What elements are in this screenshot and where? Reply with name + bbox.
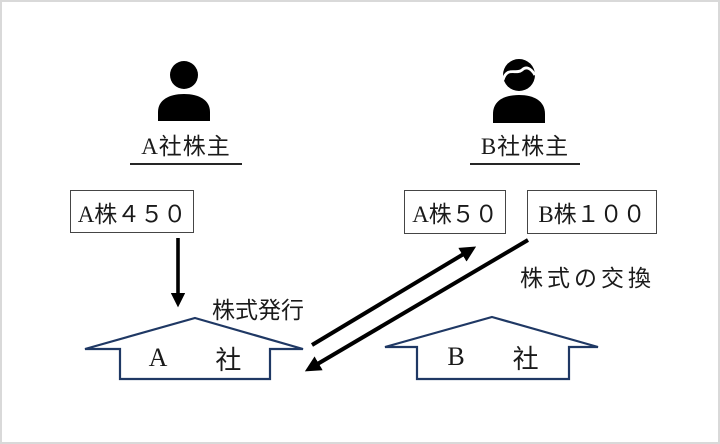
shareholder-b-person-icon: [493, 59, 545, 123]
company-b-name: B 社: [417, 341, 569, 374]
stock-exchange-annotation: 株式の交換: [520, 266, 655, 291]
exchange-arrow-to-company-a: [304, 238, 530, 372]
company-b-suffix: 社: [512, 344, 539, 374]
person-head: [170, 61, 198, 89]
company-b-letter: B: [447, 342, 465, 371]
company-a-letter: A: [148, 343, 168, 372]
company-a-building: [84, 316, 304, 381]
shareholder-a-label: A社株主: [130, 133, 242, 165]
share-box-b100: B株１００: [527, 190, 657, 234]
share-box-a450: A株４５０: [70, 190, 194, 233]
company-a-name: A 社: [120, 342, 270, 375]
person-head: [503, 59, 535, 91]
exchange-arrow-to-shareholder-b: [310, 246, 477, 347]
person-body: [158, 94, 210, 121]
company-b-building: [384, 315, 599, 381]
stock-issue-annotation: 株式発行: [212, 298, 304, 323]
share-box-a50: A株５０: [404, 190, 506, 234]
person-body: [493, 95, 545, 123]
shareholder-a-person-icon: [158, 61, 210, 121]
hair-swoosh: [501, 66, 537, 81]
shareholder-b-label: B社株主: [470, 133, 580, 165]
company-a-suffix: 社: [215, 345, 242, 375]
